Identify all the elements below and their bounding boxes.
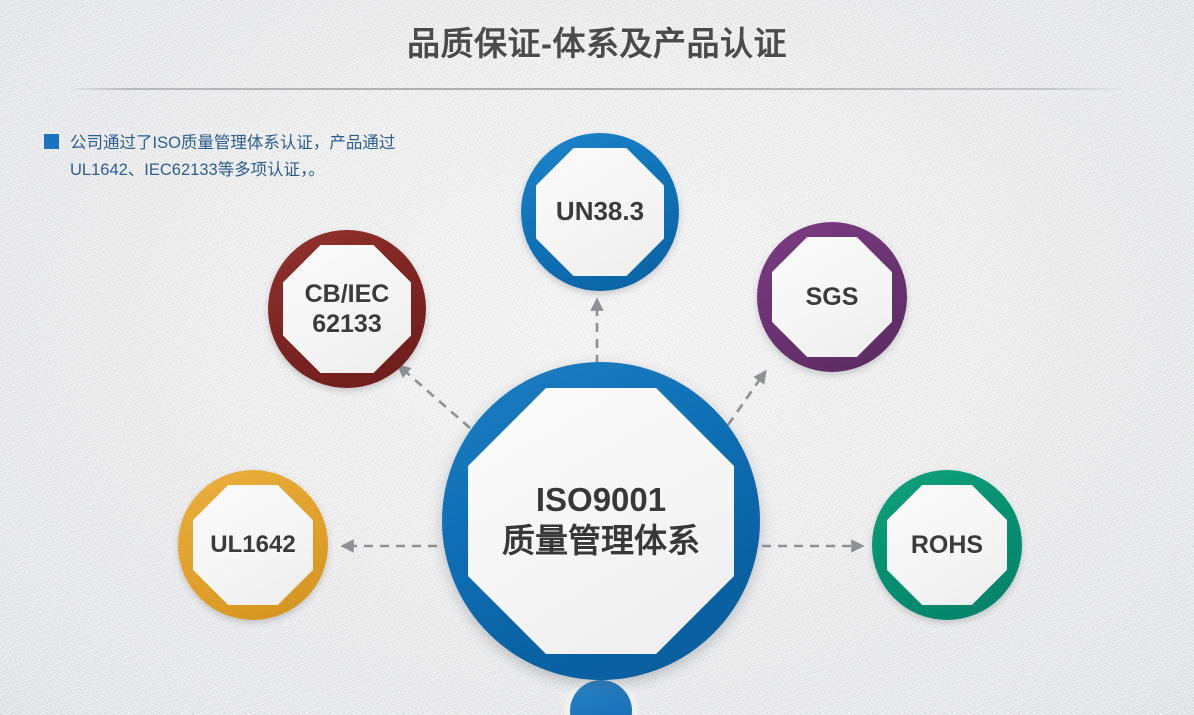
node-ul1642[interactable]: UL1642 — [178, 470, 328, 620]
node-un383-inner — [536, 148, 664, 276]
node-ul1642-inner — [193, 485, 313, 605]
node-sgs[interactable]: SGS — [757, 222, 907, 372]
bullet-marker-icon — [44, 134, 59, 149]
node-iso9001[interactable]: ISO9001 质量管理体系 — [442, 362, 760, 680]
node-rohs-shape: ROHS — [872, 470, 1022, 620]
node-rohs-label: ROHS — [910, 531, 984, 559]
bullet-text: 公司通过了ISO质量管理体系认证，产品通过 UL1642、IEC62133等多项… — [70, 134, 396, 179]
node-rohs[interactable]: ROHS — [872, 470, 1022, 620]
node-cbiec62133[interactable]: CB/IEC 62133 — [268, 230, 426, 388]
node-rohs-inner — [887, 485, 1007, 605]
node-sgs-inner — [772, 237, 892, 357]
node-un383[interactable]: UN38.3 — [521, 133, 679, 291]
bullet-block: 公司通过了ISO质量管理体系认证，产品通过 UL1642、IEC62133等多项… — [44, 130, 514, 184]
node-ul1642-label: UL1642 — [210, 530, 296, 558]
node-ul1642-shape: UL1642 — [178, 470, 328, 620]
node-iso9001-label: ISO9001 质量管理体系 — [502, 481, 700, 559]
node-un383-label: UN38.3 — [555, 196, 645, 227]
node-cbiec62133-inner — [283, 245, 411, 373]
connector-center-to-sgs — [726, 369, 767, 426]
node-iso9001-inner — [468, 388, 734, 654]
center-stem-dot — [570, 680, 632, 715]
node-cbiec62133-label: CB/IEC 62133 — [304, 280, 390, 338]
header-divider — [64, 88, 1130, 90]
page-title: 品质保证-体系及产品认证 — [407, 25, 787, 62]
node-cbiec62133-shape: CB/IEC 62133 — [268, 230, 426, 388]
node-sgs-shape: SGS — [757, 222, 907, 372]
connector-center-to-cbiec — [396, 364, 471, 429]
node-sgs-label: SGS — [805, 283, 859, 311]
node-un383-shape: UN38.3 — [521, 133, 679, 291]
node-iso9001-shape: ISO9001 质量管理体系 — [442, 362, 760, 680]
